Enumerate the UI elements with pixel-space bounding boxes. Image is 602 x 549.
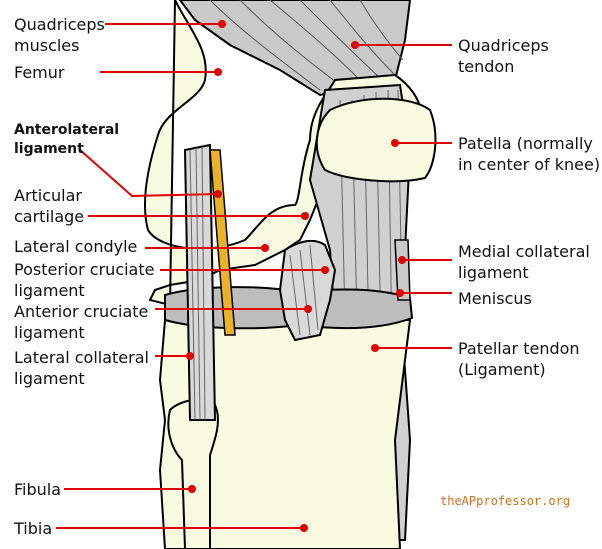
leader-dots bbox=[186, 20, 406, 532]
label-femur: Femur bbox=[14, 63, 65, 82]
label-anterolateral-ligament: Anterolateral ligament bbox=[14, 122, 120, 157]
patella-shape bbox=[315, 97, 437, 183]
label-articular-cartilage: Articular cartilage bbox=[14, 186, 85, 226]
label-fibula: Fibula bbox=[14, 480, 62, 499]
leader-lines bbox=[56, 23, 452, 529]
label-lateral-collateral-ligament: Lateral collateral ligament bbox=[14, 348, 149, 388]
lateral-collateral-shape bbox=[183, 143, 217, 421]
label-patellar-tendon: Patellar tendon (Ligament) bbox=[458, 339, 580, 379]
label-tibia: Tibia bbox=[14, 519, 53, 538]
tibia-shape bbox=[158, 319, 412, 549]
label-quadriceps-muscles: Quadriceps muscles bbox=[14, 15, 105, 55]
posterior-cruciate-shape bbox=[278, 239, 337, 342]
label-patella: Patella (normally in center of knee) bbox=[458, 134, 601, 174]
medial-collateral-shape bbox=[394, 239, 411, 301]
label-lateral-condyle: Lateral condyle bbox=[14, 237, 138, 256]
quadriceps-muscles-shape bbox=[178, 0, 412, 97]
label-anterior-cruciate-ligament: Anterior cruciate ligament bbox=[14, 302, 149, 342]
label-quadriceps-tendon: Quadriceps tendon bbox=[458, 36, 549, 76]
credit-text: theAPprofessor.org bbox=[440, 494, 571, 508]
label-meniscus: Meniscus bbox=[458, 289, 532, 308]
label-posterior-cruciate-ligament: Posterior cruciate ligament bbox=[14, 260, 155, 300]
label-medial-collateral-ligament: Medial collateral ligament bbox=[458, 242, 590, 282]
